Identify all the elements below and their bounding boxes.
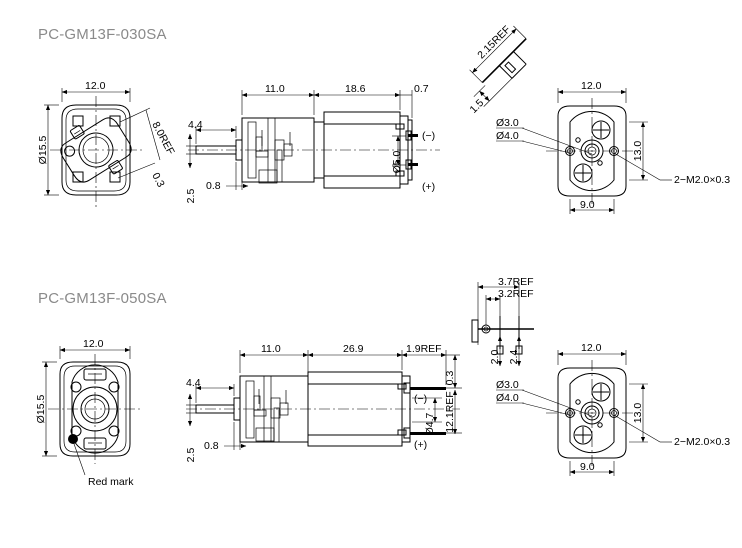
d1-side-dim-08: 0.8	[206, 180, 221, 192]
d1-front-dim-dia155: Ø15.5	[37, 136, 49, 165]
drawing-title-030sa: PC-GM13F-030SA	[38, 26, 167, 43]
d2-front-note-redmark: Red mark	[88, 476, 134, 488]
d1-side-dim-25: 2.5	[185, 189, 197, 204]
d2-detail-dim-24: 2.4	[508, 350, 520, 365]
d1-terminal-positive: (+)	[422, 181, 435, 193]
d1-rear-view: 12.0 13.0 9.0 Ø3.0 Ø4.0 2−M2.0×0.3	[496, 80, 730, 214]
red-mark-dot	[68, 434, 78, 444]
d2-side-dim-03: 0.3	[444, 371, 456, 386]
d1-side-view: (−) (+) 11.0 18.6 0.7 4.4	[185, 83, 440, 203]
d1-terminal-negative: (−)	[422, 130, 435, 142]
d2-detail-dim-20: 2.0	[489, 350, 501, 365]
d2-front-dim-12: 12.0	[83, 338, 104, 350]
d2-rear-note-thread: 2−M2.0×0.3	[674, 436, 730, 448]
d2-side-dim-44: 4.4	[186, 377, 201, 389]
d2-side-dim-dia47: Ø4.7	[424, 412, 436, 435]
d2-rear-dim-12: 12.0	[581, 342, 602, 354]
d1-front-dim-12: 12.0	[85, 80, 106, 92]
d1-rear-dim-dia30: Ø3.0	[496, 117, 519, 129]
d1-side-dim-07: 0.7	[414, 83, 429, 95]
d2-rear-view: 12.0 13.0 9.0 Ø3.0 Ø4.0 2−M2.0×0.3	[496, 342, 730, 476]
d1-side-dim-dia50: Ø5.0	[391, 150, 403, 173]
d1-rear-dim-13: 13.0	[632, 141, 644, 162]
d1-side-dim-44: 4.4	[188, 119, 203, 131]
d2-side-view: (−) (+) 11.0 26.9 1.9REF 0.3	[185, 343, 462, 462]
drawing-title-050sa: PC-GM13F-050SA	[38, 290, 167, 307]
d2-side-dim-121ref: 12.1REF	[444, 391, 456, 432]
d2-rear-dim-13: 13.0	[632, 403, 644, 424]
d2-rear-dim-dia40: Ø4.0	[496, 392, 519, 404]
d1-side-dim-11: 11.0	[265, 83, 285, 95]
d1-side-dim-186: 18.6	[345, 83, 366, 95]
d1-rear-dim-dia40: Ø4.0	[496, 130, 519, 142]
d2-detail-dim-37ref: 3.7REF	[498, 276, 534, 288]
d2-side-dim-08: 0.8	[204, 440, 219, 452]
d2-side-dim-269: 26.9	[343, 343, 364, 355]
d2-side-dim-25: 2.5	[185, 448, 197, 463]
d2-terminal-negative: (−)	[414, 393, 427, 405]
d2-rear-dim-9: 9.0	[580, 461, 595, 473]
d1-rear-dim-9: 9.0	[580, 199, 595, 211]
d2-terminal-detail: 3.7REF 3.2REF 2.0 2.4	[471, 276, 534, 367]
d1-front-view: 12.0 Ø15.5 8.0REF 0.3	[37, 80, 177, 208]
d2-front-dim-dia155: Ø15.5	[35, 395, 47, 424]
d1-rear-dim-12: 12.0	[581, 80, 602, 92]
d2-rear-dim-dia30: Ø3.0	[496, 379, 519, 391]
d2-front-view: 12.0 Ø15.5 Red mark	[35, 338, 142, 488]
d2-side-dim-11: 11.0	[261, 343, 281, 355]
d2-terminal-positive: (+)	[414, 439, 427, 451]
d2-detail-dim-32ref: 3.2REF	[498, 288, 534, 300]
d1-rear-note-thread: 2−M2.0×0.3	[674, 174, 730, 186]
d2-side-dim-19ref: 1.9REF	[406, 343, 442, 355]
